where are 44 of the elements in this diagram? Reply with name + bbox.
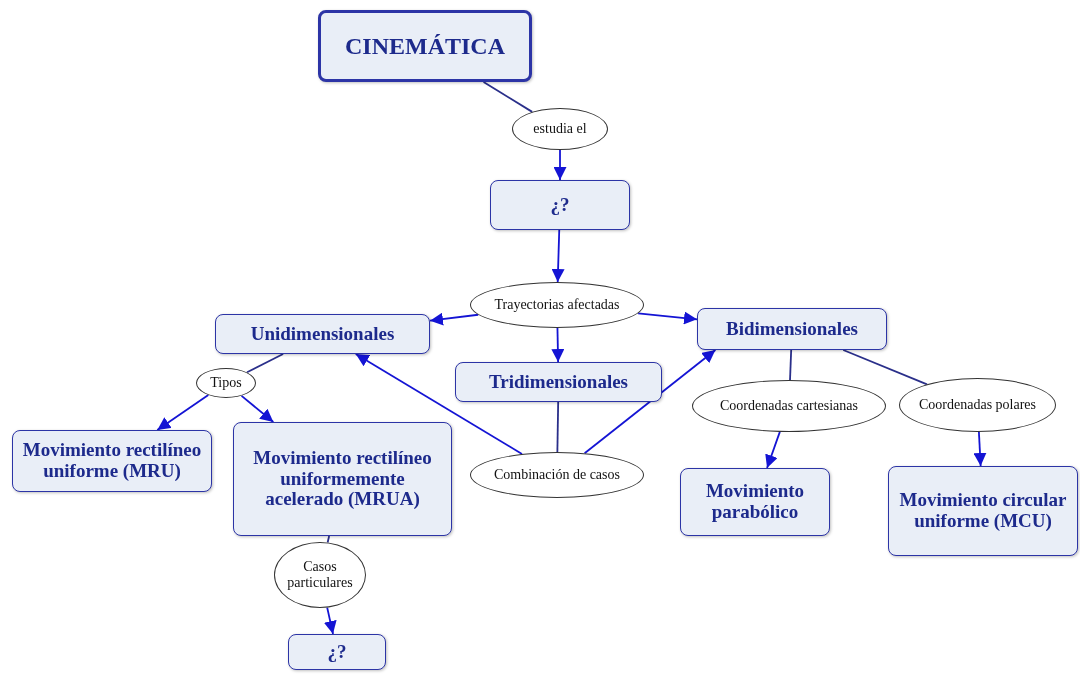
concept-box xyxy=(490,180,630,230)
concept-label: ¿? xyxy=(327,641,347,663)
link-phrase: Coordenadas polares xyxy=(919,396,1036,414)
arrow xyxy=(323,606,337,635)
concept-label: Movimiento rectilíneo uniforme (MRU) xyxy=(21,440,203,482)
concept-box xyxy=(697,308,887,350)
concept-label: Bidimensionales xyxy=(726,318,858,340)
arrow xyxy=(156,394,210,431)
connector-line xyxy=(482,81,534,113)
connector-line xyxy=(789,349,793,381)
concept-label: Movimiento circular uniforme (MCU) xyxy=(898,490,1068,532)
arrow xyxy=(551,229,565,283)
connector-line xyxy=(326,535,331,544)
arrow xyxy=(551,327,565,363)
concept-label: Movimiento rectilíneo uniformemente acelerado (MRUA) xyxy=(252,447,433,511)
concept-label: Movimiento parabólico xyxy=(704,481,806,523)
concept-label: Tridimensionales xyxy=(489,371,628,393)
concept-label: Unidimensionales xyxy=(250,323,395,345)
concept-box xyxy=(288,634,386,670)
concept-ellipse xyxy=(196,368,256,398)
arrow xyxy=(765,431,781,469)
connector-line xyxy=(246,353,284,374)
concept-box xyxy=(233,422,452,536)
concept-box xyxy=(12,430,212,492)
connector-line xyxy=(842,349,928,386)
link-phrase: Casos particulares xyxy=(286,558,354,592)
arrow xyxy=(553,149,567,181)
concept-box xyxy=(455,362,662,402)
arrow xyxy=(240,394,275,423)
link-phrase: Combinación de casos xyxy=(494,466,620,484)
connector-line xyxy=(556,401,560,453)
arrow xyxy=(973,431,987,467)
link-phrase: Tipos xyxy=(210,374,242,392)
concept-label: CINEMÁTICA xyxy=(345,32,505,60)
link-phrase: Coordenadas cartesianas xyxy=(720,397,858,415)
concept-box xyxy=(888,466,1078,556)
concept-box xyxy=(680,468,830,536)
link-phrase: estudia el xyxy=(533,120,587,138)
concept-label: ¿? xyxy=(550,194,570,216)
arrow xyxy=(637,311,698,325)
link-phrase: Trayectorias afectadas xyxy=(494,296,620,314)
title-box xyxy=(318,10,532,82)
arrow xyxy=(429,312,480,326)
concept-box xyxy=(215,314,430,354)
